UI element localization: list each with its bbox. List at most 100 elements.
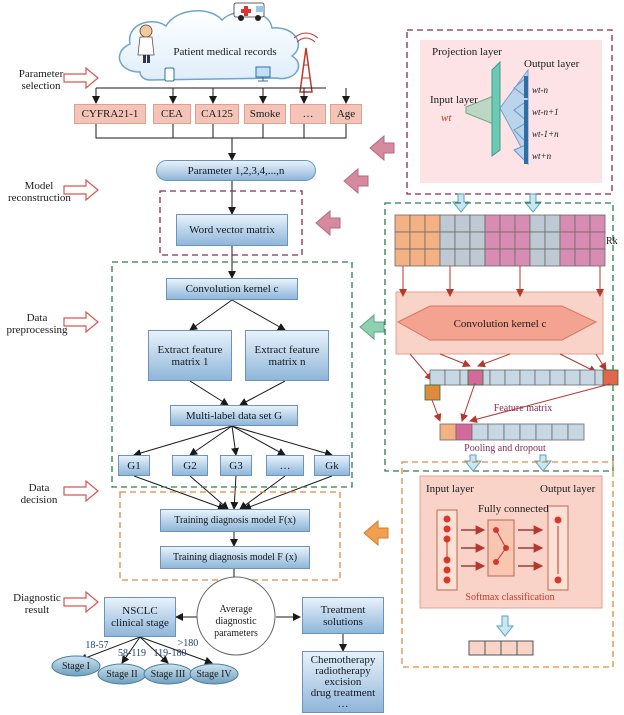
cloud-label: Patient medical records bbox=[173, 46, 277, 58]
projection-layer-label: Projection layer bbox=[432, 46, 502, 58]
softmax-output-label: Output layer bbox=[540, 483, 596, 495]
grid-cell bbox=[551, 423, 569, 441]
nsclc-box: NSCLC clinical stage bbox=[104, 597, 176, 637]
grid-cell bbox=[514, 214, 531, 233]
arrow-left-4 bbox=[359, 313, 385, 341]
extractn-line: Extract feature bbox=[254, 343, 320, 356]
grid-cell bbox=[471, 423, 489, 441]
avg-params-label: Average diagnostic parameters bbox=[198, 604, 274, 640]
stage-label: Stage IV bbox=[196, 669, 232, 680]
average-params-circle bbox=[196, 576, 276, 656]
grid-cell bbox=[574, 231, 591, 250]
param-smoke: Smoke bbox=[244, 104, 286, 124]
frame-word-vector bbox=[159, 190, 303, 256]
grid-cell bbox=[454, 231, 471, 250]
grid-cell bbox=[487, 423, 505, 441]
label-line: result bbox=[24, 604, 50, 616]
g-item: … bbox=[266, 455, 304, 476]
grid-cell bbox=[574, 214, 591, 233]
frame-preprocessing bbox=[111, 261, 353, 488]
fully-connected-label: Fully connected bbox=[478, 503, 549, 515]
treatment-item: Chemotherapy bbox=[310, 653, 376, 666]
parameter-pill: Parameter 1,2,3,4,...,n bbox=[156, 160, 316, 181]
grid-cell bbox=[519, 423, 537, 441]
grid-cell bbox=[424, 248, 441, 267]
softmax-classification-label: Softmax classification bbox=[465, 592, 555, 603]
conv-arrows bbox=[399, 285, 607, 381]
label-data-decision: Data decision bbox=[10, 482, 68, 506]
grid-cell bbox=[514, 231, 531, 250]
grid-cell bbox=[454, 248, 471, 267]
frame-softmax bbox=[401, 461, 614, 668]
ambulance-icon bbox=[233, 2, 265, 21]
grid-cell bbox=[469, 248, 486, 267]
train-model-2: Training diagnosis model F (x) bbox=[160, 546, 310, 569]
param-age: Age bbox=[330, 104, 362, 124]
fc-arrows bbox=[461, 525, 544, 571]
word-vector-box: Word vector matrix bbox=[176, 214, 288, 246]
g-item: G1 bbox=[118, 455, 150, 476]
grid-cell bbox=[439, 248, 456, 267]
grid-cell bbox=[439, 423, 457, 441]
output-layer-label: Output layer bbox=[524, 58, 580, 70]
treatment-item: radiotherapy bbox=[315, 664, 371, 677]
grid-cell bbox=[559, 214, 576, 233]
grid-cell bbox=[534, 369, 551, 386]
nsclc-line: NSCLC bbox=[122, 605, 158, 617]
grid-cell bbox=[544, 248, 561, 267]
grid-cell bbox=[503, 423, 521, 441]
stage-label: Stage I bbox=[61, 661, 91, 672]
grid-cell bbox=[559, 248, 576, 267]
grid-cell bbox=[519, 369, 536, 386]
stage-ellipses bbox=[51, 655, 239, 685]
arrow-left-2 bbox=[343, 167, 369, 195]
grid-cell bbox=[574, 248, 591, 267]
arrow-left-1 bbox=[369, 134, 395, 162]
grid-cell bbox=[467, 369, 484, 386]
grid-cell bbox=[469, 231, 486, 250]
grid-cell bbox=[409, 214, 426, 233]
grid-cell bbox=[484, 214, 501, 233]
output-ticks bbox=[524, 76, 528, 164]
label-data-preprocessing: Data preprocessing bbox=[4, 312, 70, 336]
label-line: Data bbox=[26, 312, 48, 324]
multilabel-box: Multi-label data set G bbox=[170, 405, 298, 426]
grid-cell bbox=[499, 248, 516, 267]
g-item: G3 bbox=[220, 455, 252, 476]
label-diagnostic-result: Diagnostic result bbox=[6, 592, 68, 616]
grid-cell bbox=[394, 248, 411, 267]
extract1-line: matrix 1 bbox=[171, 355, 209, 368]
output-word: wt-1+n bbox=[532, 129, 559, 139]
stage-range: 119-180 bbox=[153, 648, 187, 659]
label-line: decision bbox=[20, 494, 58, 506]
grid-cell bbox=[394, 231, 411, 250]
treatment-item: … bbox=[337, 697, 349, 710]
treatment-item: drug treatment bbox=[310, 686, 376, 699]
grid-cell bbox=[514, 248, 531, 267]
label-line: Data bbox=[28, 482, 50, 494]
extractn-line: matrix n bbox=[268, 355, 306, 368]
treatment-line: Treatment bbox=[320, 603, 366, 616]
monitor-icon bbox=[255, 66, 271, 82]
stage-range: >180 bbox=[177, 638, 199, 649]
grid-cell bbox=[499, 214, 516, 233]
label-line: Parameter bbox=[18, 68, 64, 80]
grid-cell bbox=[529, 214, 546, 233]
cnn-conv-label: Convolution kernel c bbox=[453, 318, 547, 330]
param-cyfra: CYFRA21-1 bbox=[74, 104, 146, 124]
g-item: Gk bbox=[314, 455, 350, 476]
avg-line: Average diagnostic bbox=[215, 604, 257, 627]
train-model-1: Training diagnosis model F(x) bbox=[160, 509, 310, 532]
stage-range: 18-57 bbox=[85, 640, 109, 651]
grid-cell bbox=[489, 369, 506, 386]
softmax-input-label: Input layer bbox=[426, 483, 474, 495]
grid-cell bbox=[564, 369, 581, 386]
extract-feature-n: Extract feature matrix n bbox=[245, 330, 329, 381]
input-layer-label: Input layer bbox=[430, 94, 478, 106]
grid-cell bbox=[424, 384, 441, 401]
grid-cell bbox=[409, 248, 426, 267]
param-ellipsis: … bbox=[290, 104, 326, 124]
treatment-item: excision bbox=[324, 675, 362, 688]
label-line: Diagnostic bbox=[13, 592, 61, 604]
